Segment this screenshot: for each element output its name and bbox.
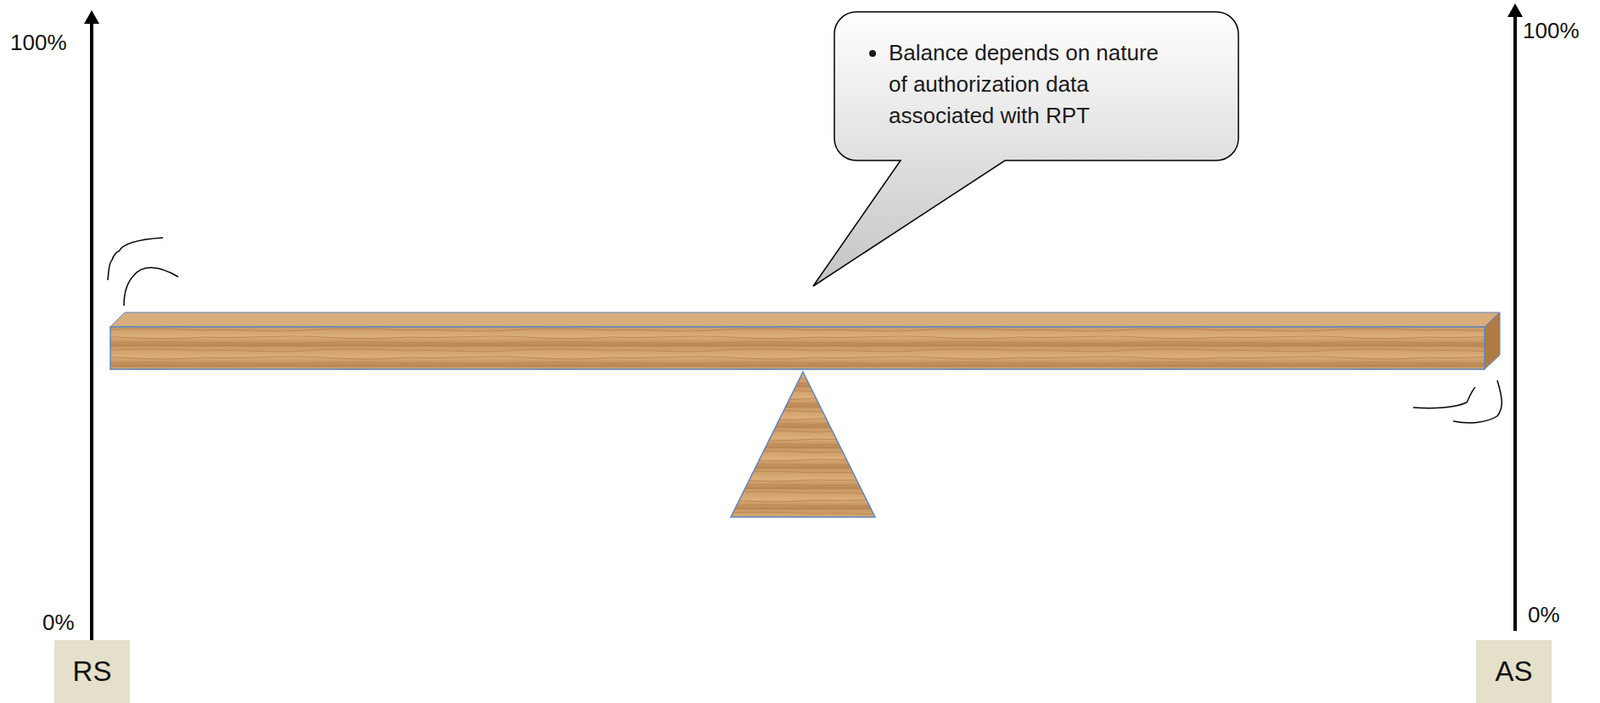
- callout-shape: [813, 11, 1239, 287]
- left-axis: [84, 10, 100, 642]
- axis-min-label: 0%: [1527, 601, 1561, 628]
- bullet-list: Balance depends on nature of authorizati…: [863, 37, 1178, 132]
- axis-min-label: 0%: [42, 609, 75, 635]
- axis-tag: RS: [54, 640, 130, 703]
- seesaw-beam: [110, 312, 1500, 370]
- callout-bubble: Balance depends on nature of authorizati…: [834, 11, 1239, 161]
- axis-name: AS: [1494, 655, 1533, 688]
- axis-max-label: 100%: [10, 29, 68, 56]
- axis-max-label: 100%: [1522, 17, 1580, 44]
- callout-text: Balance depends on nature of authorizati…: [888, 37, 1178, 132]
- motion-marks: [107, 237, 1502, 423]
- fulcrum-triangle: [730, 371, 876, 517]
- axis-name: RS: [72, 655, 113, 688]
- right-axis: [1507, 3, 1523, 631]
- axis-tag: AS: [1476, 640, 1552, 703]
